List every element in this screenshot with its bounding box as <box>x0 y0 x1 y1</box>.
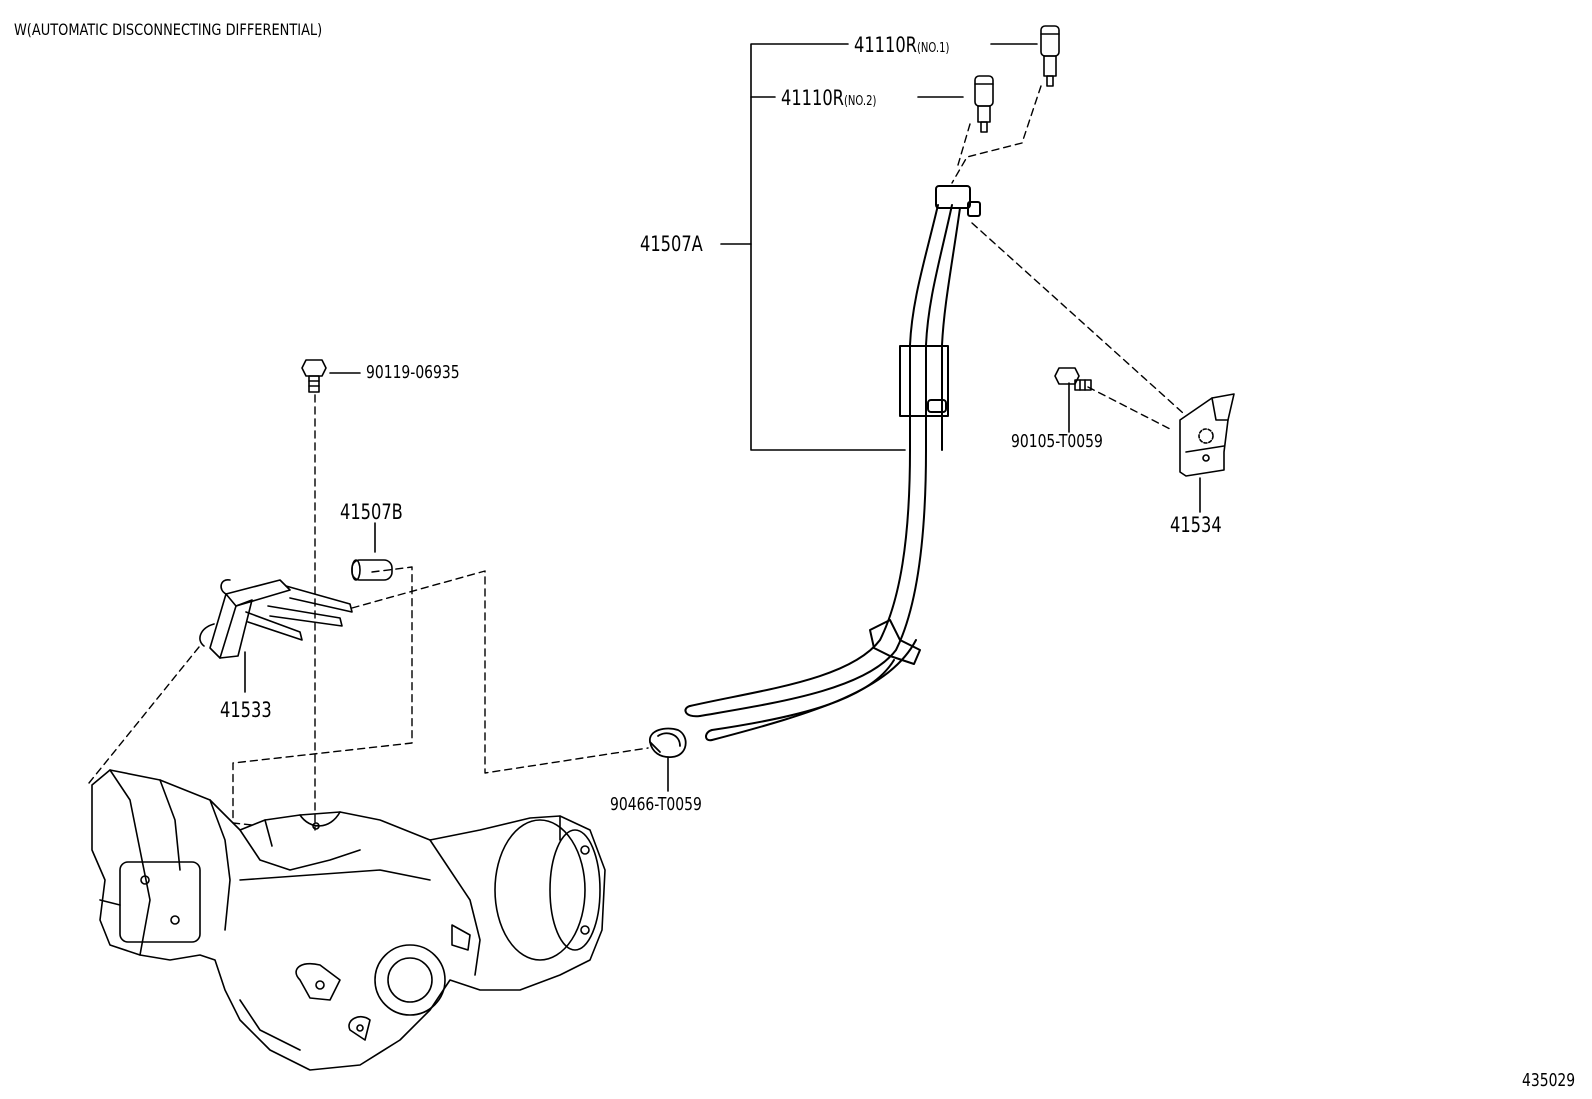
fitting-no1 <box>1040 25 1060 87</box>
callout-90466-t0059: 90466-T0059 <box>610 794 702 815</box>
callout-41534: 41534 <box>1170 513 1222 537</box>
hose-assembly <box>684 185 981 742</box>
diagram-title: W(AUTOMATIC DISCONNECTING DIFFERENTIAL) <box>14 20 323 39</box>
diagram-number: 435029 <box>1522 1070 1576 1091</box>
bracket-41533 <box>199 579 353 659</box>
fitting-no2 <box>974 75 994 133</box>
differential-housing <box>91 769 606 1071</box>
bolt-90105 <box>1054 367 1092 391</box>
callout-90105-t0059: 90105-T0059 <box>1011 431 1103 452</box>
clamp-90466 <box>649 727 687 758</box>
callout-41533: 41533 <box>220 698 272 722</box>
callout-41110r-no2-note: (NO.2) <box>843 94 877 109</box>
callout-41507b: 41507B <box>340 500 403 524</box>
bracket-41534 <box>1179 393 1235 477</box>
callout-90119-06935: 90119-06935 <box>366 362 460 383</box>
callout-41110r-no1: 41110R(NO.1) <box>854 33 949 61</box>
callout-41507a: 41507A <box>640 232 703 256</box>
tube-41507b <box>351 559 393 581</box>
leader-lines <box>244 43 1201 792</box>
callout-41110r-no2-part: 41110R <box>781 86 844 110</box>
bolt-90119 <box>301 359 327 393</box>
callout-41110r-no2: 41110R(NO.2) <box>781 86 876 114</box>
assembly-dashed-lines <box>88 85 1184 831</box>
callout-41110r-no1-note: (NO.1) <box>916 41 950 56</box>
callout-41110r-no1-part: 41110R <box>854 33 917 57</box>
